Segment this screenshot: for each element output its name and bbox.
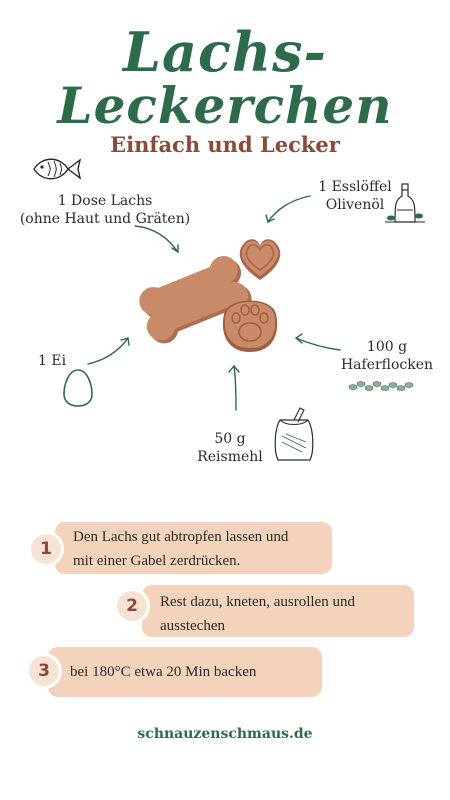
- flour-sack-icon: [274, 407, 314, 461]
- step-1-line1: Den Lachs gut abtropfen lassen und: [73, 529, 289, 545]
- subtitle: Einfach und Lecker: [110, 132, 340, 157]
- paw-treat: [222, 300, 278, 352]
- ingredient-flour-label: 50 g Reismehl: [190, 430, 270, 466]
- step-2-card: Rest dazu, kneten, ausrollen und ausstec…: [142, 585, 414, 637]
- step-2-number: 2: [117, 591, 147, 621]
- step-1-line2: mit einer Gabel zerdrücken.: [73, 553, 241, 569]
- arrow-salmon: [134, 225, 179, 253]
- bone-treat: [139, 256, 252, 344]
- ingredient-oats-label: 100 g Haferflocken: [332, 338, 442, 374]
- step-2-line2: ausstechen: [160, 618, 225, 634]
- ingredient-flour-line1: 50 g: [214, 431, 246, 447]
- step-1-number: 1: [31, 534, 61, 564]
- step-3-line1: bei 180°C etwa 20 Min backen: [70, 664, 257, 680]
- oat-flakes-icon: [348, 381, 414, 391]
- step-3-number: 3: [29, 656, 59, 686]
- arrow-oats: [295, 337, 341, 351]
- title-line-1: Lachs-: [123, 20, 327, 84]
- ingredient-oil-line1: 1 Esslöffel: [318, 179, 392, 195]
- website-link[interactable]: schnauzenschmaus.de: [137, 726, 313, 742]
- ingredient-oats-line1: 100 g: [366, 339, 408, 355]
- fish-icon: [33, 158, 82, 180]
- step-3-card: bei 180°C etwa 20 Min backen: [48, 647, 322, 697]
- arrow-oil: [267, 195, 311, 223]
- treats-illustration: [139, 239, 281, 352]
- ingredient-salmon-line2: (ohne Haut und Gräten): [19, 211, 191, 227]
- ingredient-salmon-label: 1 Dose Lachs (ohne Haut und Gräten): [10, 192, 200, 228]
- arrow-egg: [87, 337, 129, 365]
- ingredient-salmon-line1: 1 Dose Lachs: [57, 193, 153, 209]
- ingredient-oil-label: 1 Esslöffel Olivenöl: [300, 178, 410, 214]
- arrow-flour: [233, 365, 237, 411]
- olive-oil-bottle-icon: [385, 183, 425, 223]
- ingredient-oats-line2: Haferflocken: [340, 357, 434, 373]
- step-1-card: Den Lachs gut abtropfen lassen und mit e…: [55, 522, 332, 574]
- egg-icon: [63, 369, 93, 407]
- ingredient-oil-line2: Olivenöl: [325, 197, 385, 213]
- ingredient-egg-label: 1 Ei: [38, 353, 67, 369]
- step-2-line1: Rest dazu, kneten, ausrollen und: [160, 594, 355, 610]
- heart-treat: [239, 239, 281, 280]
- title-line-2: Leckerchen: [57, 76, 393, 135]
- ingredient-flour-line2: Reismehl: [197, 449, 263, 465]
